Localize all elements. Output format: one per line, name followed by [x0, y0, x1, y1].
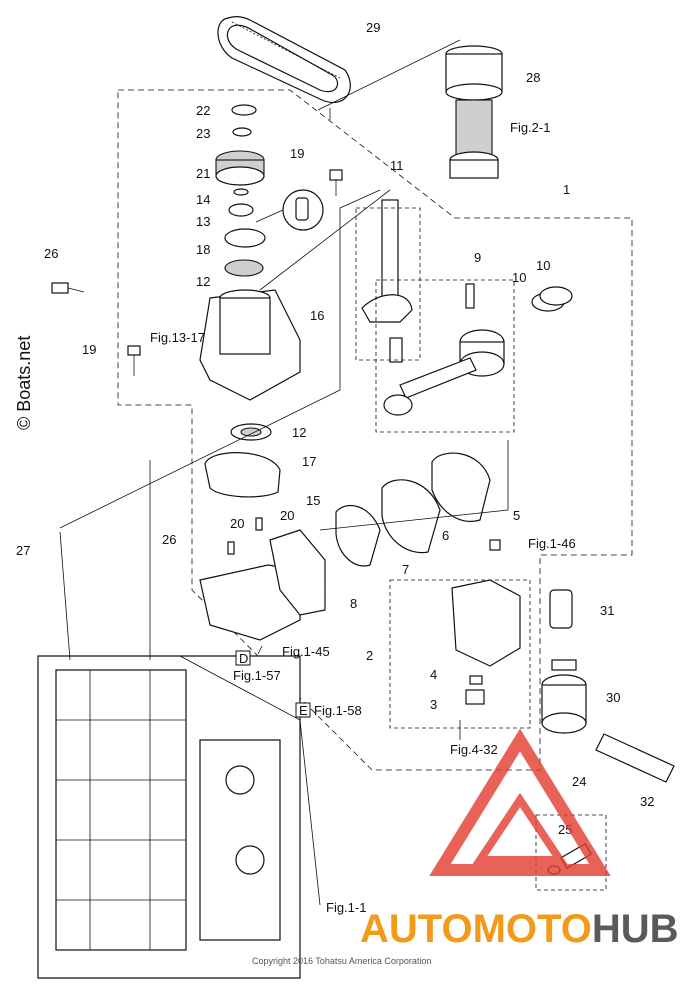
gear-stack-part	[215, 104, 266, 277]
ref-box-d: D	[239, 651, 248, 666]
callout-19-left: 19	[82, 342, 96, 357]
piston-rings-part	[531, 286, 573, 312]
callout-26-top: 26	[44, 246, 58, 261]
ref-fig1-46: Fig.1-46	[528, 536, 576, 551]
assembly-1-outline	[117, 89, 633, 771]
plate-6-part	[431, 452, 491, 522]
callout-7: 7	[402, 562, 409, 577]
plate-7-part	[381, 479, 441, 554]
callout-19-top: 19	[290, 146, 304, 161]
copyright-text: Copyright 2016 Tohatsu America Corporati…	[252, 956, 431, 966]
callout-5: 5	[513, 508, 520, 523]
detail-inset	[255, 189, 324, 231]
brand-logo: AUTOMOTOHUB	[360, 728, 679, 951]
callout-18: 18	[196, 242, 210, 257]
callout-20-right: 20	[280, 508, 294, 523]
callout-22: 22	[196, 103, 210, 118]
ref-box-e-frame	[295, 702, 311, 718]
pump-2-box	[389, 579, 531, 729]
bolt-19-top	[329, 169, 343, 196]
logo-triangle-mark	[429, 728, 611, 876]
brand-auto: AUTO	[360, 907, 473, 951]
ref-fig1-57: Fig.1-57	[233, 668, 281, 683]
callout-11: 11	[390, 158, 404, 173]
callout-10-left: 10	[512, 270, 526, 285]
ref-fig13-17: Fig.13-17	[150, 330, 205, 345]
ref-fig1-58: Fig.1-58	[314, 703, 362, 718]
callout-26-mid: 26	[162, 532, 176, 547]
plate-8-part	[335, 504, 381, 567]
callout-17: 17	[302, 454, 316, 469]
pulley-part	[445, 45, 503, 179]
callout-2: 2	[366, 648, 373, 663]
callout-12-bottom: 12	[292, 425, 306, 440]
callout-16: 16	[310, 308, 324, 323]
ref-fig4-32: Fig.4-32	[450, 742, 498, 757]
callout-21: 21	[196, 166, 210, 181]
pump-body-15	[199, 517, 326, 641]
brand-moto: MOTO	[473, 907, 592, 951]
callout-15: 15	[306, 493, 320, 508]
callout-28: 28	[526, 70, 540, 85]
callout-23: 23	[196, 126, 210, 141]
callout-3: 3	[430, 697, 437, 712]
pump-2-part	[451, 539, 521, 705]
callout-31: 31	[600, 603, 614, 618]
bearing-12-lower	[230, 423, 272, 441]
callout-29: 29	[366, 20, 380, 35]
hose-32-part	[595, 733, 675, 783]
bolt-19-left	[127, 345, 141, 376]
callout-24: 24	[572, 774, 586, 789]
ref-fig1-1: Fig.1-1	[326, 900, 366, 915]
ref-fig2-1: Fig.2-1	[510, 120, 550, 135]
callout-32-right: 32	[640, 794, 654, 809]
callout-8: 8	[350, 596, 357, 611]
callout-1: 1	[563, 182, 570, 197]
boats-net-watermark: © Boats.net	[14, 336, 34, 430]
piston-part	[383, 283, 505, 416]
brand-hub: HUB	[592, 907, 679, 951]
filter-30-part	[541, 589, 587, 734]
callout-14: 14	[196, 192, 210, 207]
callout-9: 9	[474, 250, 481, 265]
timing-belt-part	[217, 16, 351, 103]
callout-30: 30	[606, 690, 620, 705]
brand-wordmark: AUTOMOTOHUB	[360, 907, 679, 951]
callout-12-top: 12	[196, 274, 210, 289]
callout-4: 4	[430, 667, 437, 682]
callout-27: 27	[16, 543, 30, 558]
callout-6: 6	[442, 528, 449, 543]
gasket-17-part	[204, 452, 281, 498]
bolt-26-top	[51, 282, 85, 294]
crankshaft-part	[361, 199, 413, 363]
ref-fig1-45: Fig.1-45	[282, 644, 330, 659]
housing-16-part	[199, 289, 301, 401]
callout-20-left: 20	[230, 516, 244, 531]
ref-box-e: E	[299, 703, 308, 718]
callouts: 29 28 22 23 21 14 13 18 12 19 11 1 9 10 …	[16, 20, 654, 837]
figure-references: Fig.2-1 Fig.13-17 Fig.1-46 Fig.1-45 D Fi…	[150, 120, 576, 915]
engine-block-part	[37, 655, 301, 979]
callout-10-right: 10	[536, 258, 550, 273]
callout-13: 13	[196, 214, 210, 229]
logo-inner-mark	[472, 792, 568, 864]
ref-box-d-frame	[235, 650, 251, 666]
